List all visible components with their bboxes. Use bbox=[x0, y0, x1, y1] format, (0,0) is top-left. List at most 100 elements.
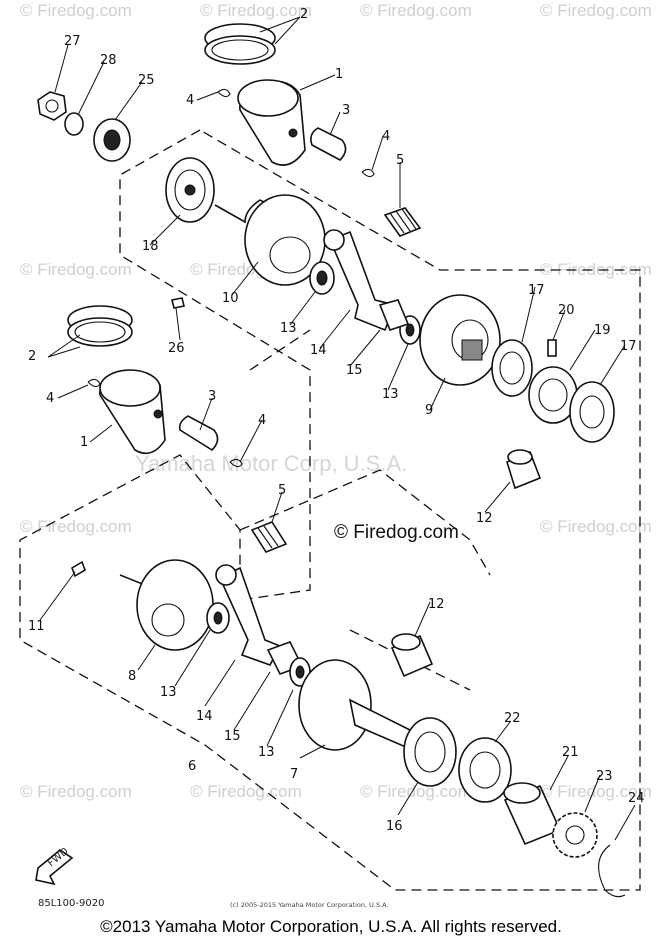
callout-label: 1 bbox=[335, 67, 343, 82]
crank-web bbox=[136, 559, 214, 651]
crank-pin bbox=[507, 449, 533, 465]
footer-copyright: ©2013 Yamaha Motor Corporation, U.S.A. A… bbox=[100, 917, 562, 936]
callout-label: 21 bbox=[562, 745, 579, 760]
main-bearing bbox=[499, 351, 525, 385]
drawing-code: 85L100-9020 bbox=[38, 898, 104, 909]
callout-label: 26 bbox=[168, 341, 185, 356]
main-bearing bbox=[403, 717, 457, 787]
callout-label: 2 bbox=[300, 7, 308, 22]
callout-label: 27 bbox=[64, 34, 81, 49]
callout-group: 2 1 4 3 4 5 27 28 25 18 10 13 14 15 13 9… bbox=[28, 7, 645, 834]
watermark: © Firedog.com bbox=[200, 1, 312, 20]
crank-nut bbox=[37, 91, 67, 121]
main-bearing bbox=[491, 339, 533, 397]
callout-label: 19 bbox=[594, 323, 611, 338]
callout-label: 13 bbox=[258, 745, 275, 760]
callout-label: 3 bbox=[342, 103, 350, 118]
callout-label: 13 bbox=[160, 685, 177, 700]
callout-label: 28 bbox=[100, 53, 117, 68]
crank-shaft bbox=[214, 199, 271, 224]
callout-label: 5 bbox=[396, 153, 404, 168]
watermark: © Firedog.com bbox=[360, 1, 472, 20]
watermark: © Firedog.com bbox=[540, 1, 652, 20]
callout-label: 17 bbox=[620, 339, 637, 354]
callout-label: 3 bbox=[208, 389, 216, 404]
callout-label: 23 bbox=[596, 769, 613, 784]
callout-label: 18 bbox=[142, 239, 159, 254]
main-bearing bbox=[569, 381, 615, 443]
piston-pin-clip bbox=[361, 168, 375, 178]
callout-label: 13 bbox=[382, 387, 399, 402]
piston-ring bbox=[67, 317, 133, 347]
piston-pin-clip bbox=[87, 378, 101, 388]
piston-crown bbox=[237, 79, 299, 117]
watermark: © Firedog.com bbox=[540, 260, 652, 279]
piston-ring bbox=[204, 35, 276, 65]
connecting-rod bbox=[215, 564, 237, 586]
callout-label: 9 bbox=[425, 403, 433, 418]
watermark: © Firedog.com bbox=[20, 517, 132, 536]
callout-label: 22 bbox=[504, 711, 521, 726]
callout-label: 10 bbox=[222, 291, 239, 306]
callout-label: 20 bbox=[558, 303, 575, 318]
crank-washer bbox=[316, 270, 328, 286]
callout-label: 5 bbox=[278, 483, 286, 498]
watermark: © Firedog.com bbox=[190, 782, 302, 801]
main-bearing bbox=[414, 731, 446, 773]
needle-bearing bbox=[383, 207, 422, 237]
callout-label: 15 bbox=[224, 729, 241, 744]
callout-label: 4 bbox=[382, 129, 390, 144]
watermark: © Firedog.com bbox=[360, 782, 472, 801]
callout-label: 16 bbox=[386, 819, 403, 834]
crank-wheel bbox=[419, 294, 501, 386]
piston-pin-hole bbox=[288, 128, 298, 138]
callout-label: 24 bbox=[628, 791, 645, 806]
watermark: © Firedog.com bbox=[20, 260, 132, 279]
crank-washer bbox=[213, 611, 223, 625]
watermark: © Firedog.com bbox=[20, 782, 132, 801]
crank-washer bbox=[295, 665, 305, 679]
oil-seal bbox=[469, 751, 501, 789]
piston-pin-hole bbox=[153, 409, 163, 419]
crank-washer bbox=[405, 323, 415, 337]
callout-label: 25 bbox=[138, 73, 155, 88]
callout-label: 2 bbox=[28, 349, 36, 364]
watermark: © Firedog.com bbox=[20, 1, 132, 20]
callout-label: 12 bbox=[476, 511, 493, 526]
piston-ring bbox=[74, 321, 126, 343]
crank-web bbox=[269, 236, 311, 274]
fine-print: (c) 2005-2015 Yamaha Motor Corporation, … bbox=[230, 901, 389, 909]
connecting-rod bbox=[323, 229, 345, 251]
big-end-bearing bbox=[378, 299, 410, 331]
piston-pin-clip bbox=[217, 88, 231, 98]
piston-pin-clip bbox=[229, 458, 243, 468]
crank-pin bbox=[391, 633, 421, 651]
callout-label: 14 bbox=[196, 709, 213, 724]
lock-washer bbox=[64, 112, 84, 136]
crank-bearing bbox=[174, 169, 206, 211]
assembly-outline bbox=[249, 329, 311, 371]
oil-seal bbox=[103, 129, 121, 151]
piston-pin bbox=[310, 127, 347, 161]
main-bearing bbox=[579, 395, 605, 429]
watermark: © Firedog.com bbox=[540, 517, 652, 536]
callout-label: 4 bbox=[258, 413, 266, 428]
piston-ring bbox=[211, 39, 269, 61]
callout-label: 17 bbox=[528, 283, 545, 298]
callout-label: 4 bbox=[46, 391, 54, 406]
watermark: © Firedog.com bbox=[540, 782, 652, 801]
crank-web bbox=[151, 603, 185, 637]
woodruff-key bbox=[171, 297, 185, 309]
crank-bearing bbox=[184, 184, 196, 196]
piston-crown bbox=[99, 369, 161, 407]
drive-gear bbox=[552, 812, 598, 858]
crank-spline bbox=[461, 339, 483, 361]
needle-bearing bbox=[389, 208, 417, 234]
callout-label: 7 bbox=[290, 767, 298, 782]
labyrinth-seal bbox=[538, 378, 568, 412]
crank-nut bbox=[45, 99, 59, 113]
callout-label: 12 bbox=[428, 597, 445, 612]
crank-shaft bbox=[348, 698, 411, 750]
